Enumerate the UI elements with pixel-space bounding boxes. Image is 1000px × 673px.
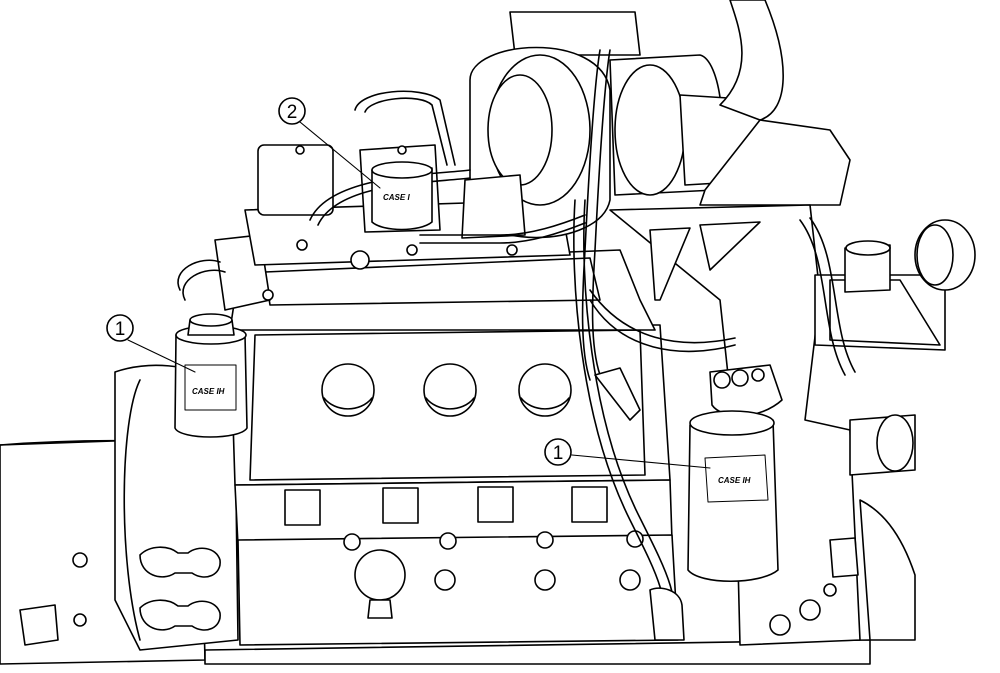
fuel-lines (177, 49, 856, 641)
turbocharger (461, 0, 851, 239)
callout-1-right: 1 (544, 438, 711, 469)
fuel-filter-top: CASE I (371, 161, 433, 231)
callout-number: 1 (115, 319, 126, 340)
callout-2: 2 (278, 97, 381, 189)
freeze-plug (423, 363, 477, 417)
filter-label: CASE I (383, 193, 410, 202)
freeze-plug (321, 363, 375, 417)
relay-box (257, 144, 334, 216)
filter-label: CASE IH (192, 387, 225, 396)
fuel-filter-left: CASE IH (174, 313, 248, 438)
freeze-plug (518, 363, 572, 417)
callout-number: 1 (553, 443, 564, 464)
callout-number: 2 (287, 102, 298, 123)
transmission-housing (0, 364, 239, 665)
filter-label: CASE IH (718, 476, 751, 485)
callout-1-left: 1 (106, 314, 196, 373)
fuel-filter-right: CASE IH (687, 364, 783, 582)
